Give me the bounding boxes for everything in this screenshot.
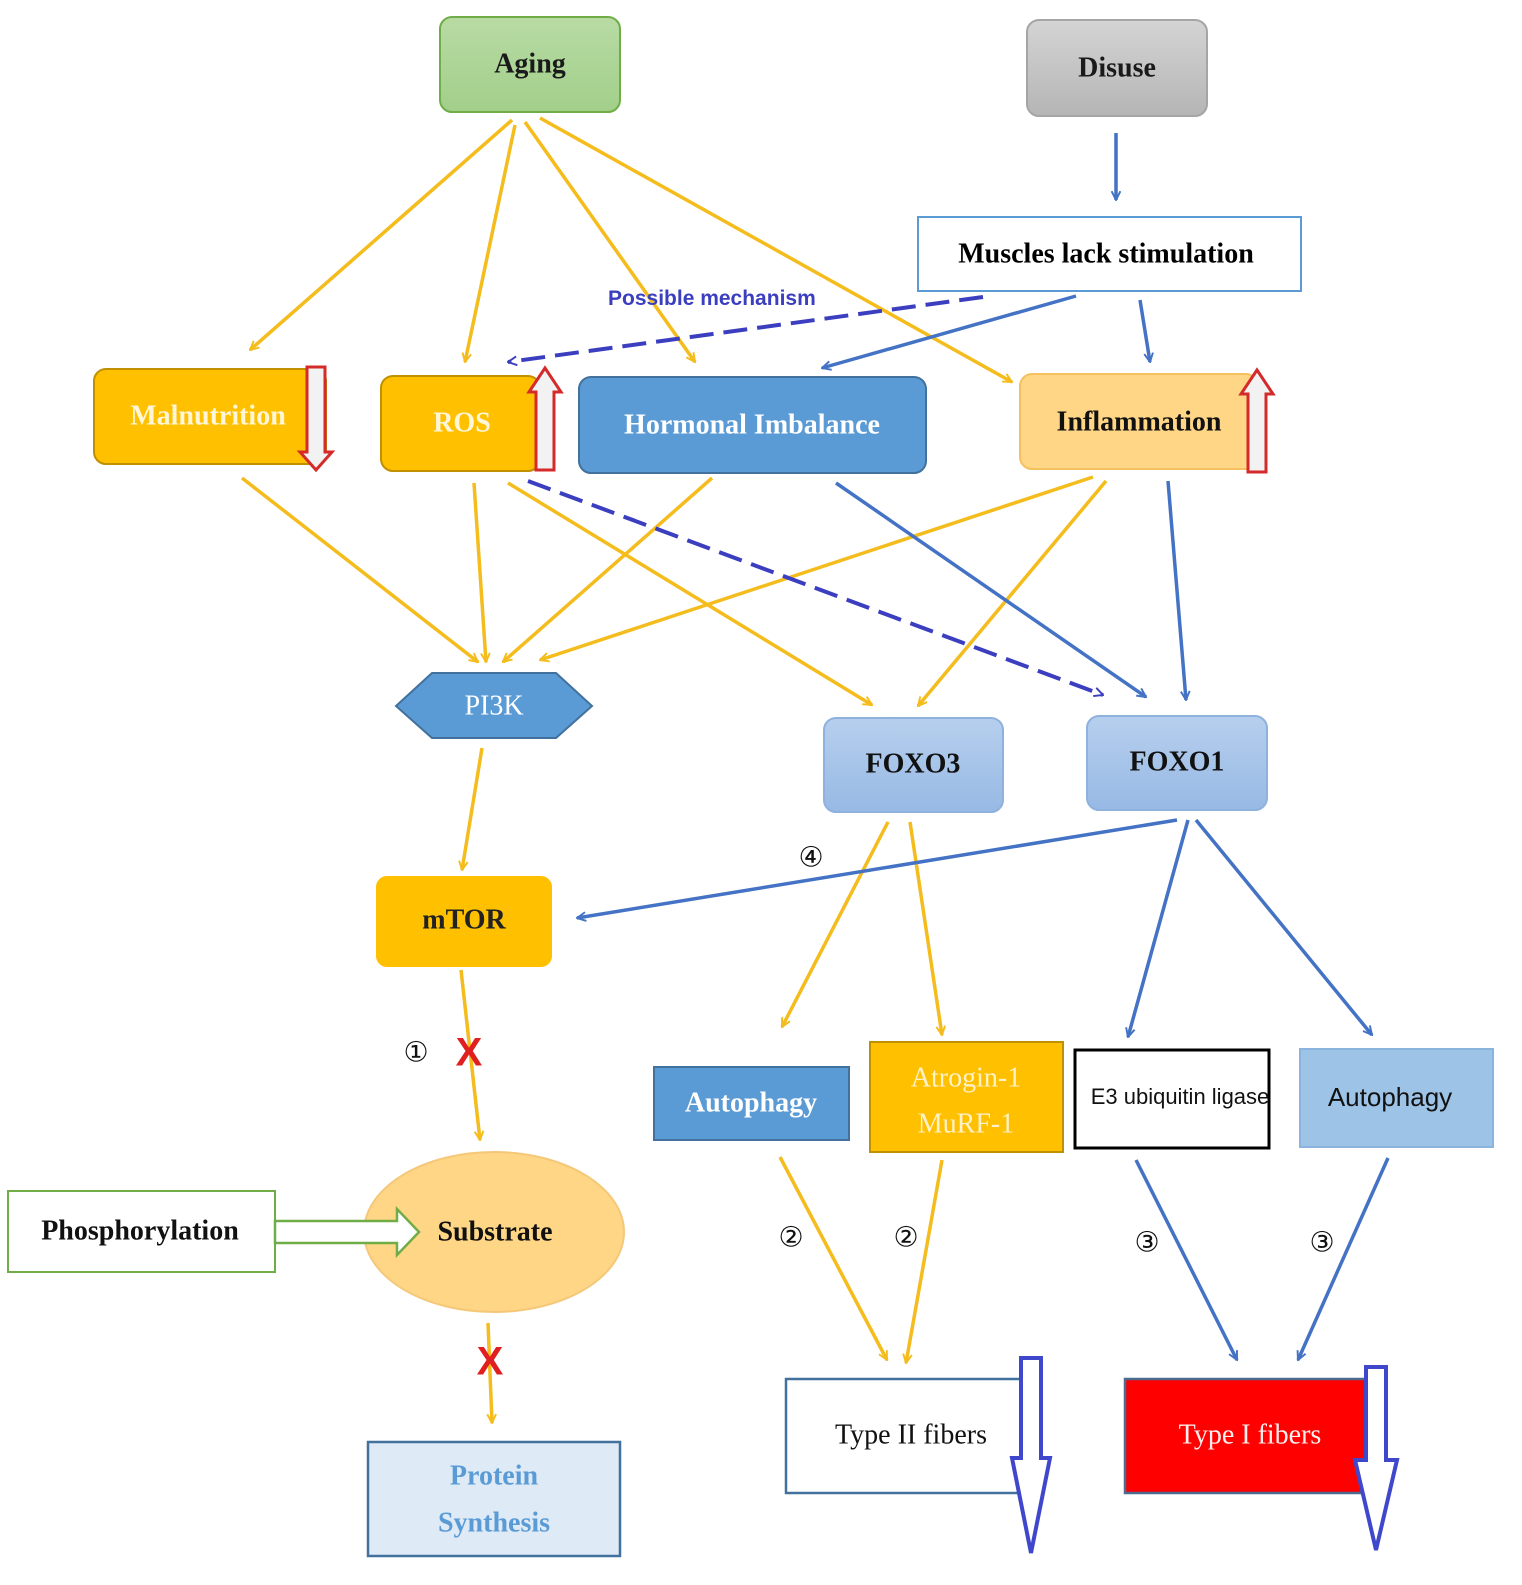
step-number-4: ④ — [798, 842, 823, 873]
protein-label: Protein — [450, 1460, 539, 1491]
arrow-muscles-to-inflammation — [1138, 299, 1150, 362]
node-autophagy-left: Autophagy — [653, 1066, 850, 1141]
arrow-possible-mechanism-muscles-to-ros — [508, 295, 984, 362]
phosphorylation-arrow-icon — [273, 1205, 421, 1259]
hormonal-label: Hormonal Imbalance — [624, 409, 880, 440]
arrow-inflammation-to-foxo3 — [918, 479, 1108, 706]
substrate-label: Substrate — [437, 1216, 552, 1247]
decrease-arrow-icon — [1009, 1356, 1053, 1554]
inhibition-x-icon: X — [477, 1340, 504, 1384]
arrow-ros-to-foxo1-dashed — [527, 479, 1103, 695]
node-autophagy-right: Autophagy — [1299, 1048, 1494, 1148]
phosphorylation-label: Phosphorylation — [41, 1215, 239, 1246]
inflammation-label: Inflammation — [1057, 406, 1222, 437]
arrow-ros-to-foxo3 — [507, 481, 872, 707]
aging-label: Aging — [494, 48, 566, 79]
arrow-foxo1-to-autophagy — [1194, 818, 1372, 1035]
arrow-aging-to-ros — [465, 124, 517, 362]
foxo1-label: FOXO1 — [1130, 746, 1225, 777]
ros-label: ROS — [433, 407, 491, 438]
murf-label: MuRF-1 — [918, 1108, 1014, 1139]
arrow-pi3k-to-mtor — [462, 747, 484, 870]
node-foxo3: FOXO3 — [823, 717, 1004, 813]
node-aging: Aging — [439, 16, 621, 113]
arrow-muscles-to-hormonal — [822, 294, 1077, 368]
arrow-e3-to-type1 — [1134, 1159, 1239, 1360]
increase-arrow-icon — [1238, 367, 1276, 474]
inhibition-x-icon: X — [456, 1031, 483, 1075]
node-mtor: mTOR — [376, 876, 552, 967]
arrow-malnutrition-to-pi3k — [240, 476, 478, 664]
arrow-hormonal-to-foxo1 — [835, 481, 1146, 699]
decrease-arrow-icon — [1352, 1365, 1400, 1551]
arrow-autophagy-to-type2 — [778, 1156, 889, 1360]
node-muscles-lack-stimulation: Muscles lack stimulation — [917, 216, 1302, 292]
node-type1-fibers: Type I fibers — [1123, 1377, 1377, 1495]
arrow-foxo3-to-autophagy — [780, 821, 890, 1027]
atrogin-label: Atrogin-1 — [911, 1062, 1021, 1093]
arrow-substrate-to-protein-synthesis — [486, 1322, 492, 1423]
arrow-inflammation-to-foxo1 — [1166, 480, 1186, 700]
malnutrition-label: Malnutrition — [130, 400, 286, 431]
node-atrogin-murf: Atrogin-1 MuRF-1 — [869, 1041, 1064, 1153]
node-foxo1: FOXO1 — [1086, 715, 1268, 811]
type2-label: Type II fibers — [835, 1419, 987, 1450]
disuse-label: Disuse — [1078, 52, 1156, 83]
arrow-aging-to-malnutrition — [250, 118, 514, 350]
pi3k-label: PI3K — [464, 690, 523, 721]
step-number-2: ② — [893, 1222, 918, 1253]
muscles-label: Muscles lack stimulation — [958, 238, 1254, 269]
arrow-ros-to-pi3k — [472, 482, 486, 662]
type1-label: Type I fibers — [1179, 1419, 1322, 1450]
e3-label: E3 ubiquitin ligase — [1091, 1084, 1270, 1109]
foxo3-label: FOXO3 — [866, 748, 961, 779]
increase-arrow-icon — [526, 365, 564, 472]
step-number-2: ② — [778, 1222, 803, 1253]
arrow-mtor-to-substrate — [459, 969, 480, 1140]
arrow-atrogin-to-type2 — [906, 1159, 944, 1363]
node-substrate: Substrate — [273, 1151, 625, 1313]
arrow-foxo1-to-e3 — [1128, 819, 1190, 1037]
possible-mechanism-label: Possible mechanism — [608, 287, 816, 310]
step-number-3: ③ — [1134, 1227, 1159, 1258]
step-number-1: ① — [403, 1037, 428, 1068]
node-disuse: Disuse — [1026, 19, 1208, 117]
node-hormonal-imbalance: Hormonal Imbalance — [578, 376, 927, 474]
arrow-aging-to-hormonal — [523, 120, 697, 362]
synthesis-label: Synthesis — [438, 1507, 550, 1538]
decrease-arrow-icon — [296, 365, 336, 473]
node-pi3k: PI3K — [394, 672, 594, 739]
step-number-3: ③ — [1309, 1227, 1334, 1258]
arrow-autophagy-to-type1 — [1296, 1157, 1390, 1360]
arrow-hormonal-to-pi3k — [503, 476, 714, 662]
node-e3-ubiquitin-ligase: E3 ubiquitin ligase — [1073, 1048, 1271, 1150]
node-protein-synthesis: Protein Synthesis — [366, 1440, 622, 1558]
node-ros: ROS — [380, 375, 541, 472]
arrow-foxo1-to-mtor — [577, 818, 1178, 918]
node-inflammation: Inflammation — [1019, 373, 1259, 470]
autophagy-left-label: Autophagy — [685, 1087, 817, 1118]
autophagy-right-label: Autophagy — [1328, 1082, 1452, 1112]
arrow-inflammation-to-pi3k — [540, 475, 1094, 660]
arrow-foxo3-to-atrogin — [908, 821, 942, 1035]
mtor-label: mTOR — [422, 904, 506, 935]
node-malnutrition: Malnutrition — [93, 368, 327, 465]
node-type2-fibers: Type II fibers — [784, 1377, 1032, 1495]
node-phosphorylation: Phosphorylation — [7, 1190, 276, 1273]
